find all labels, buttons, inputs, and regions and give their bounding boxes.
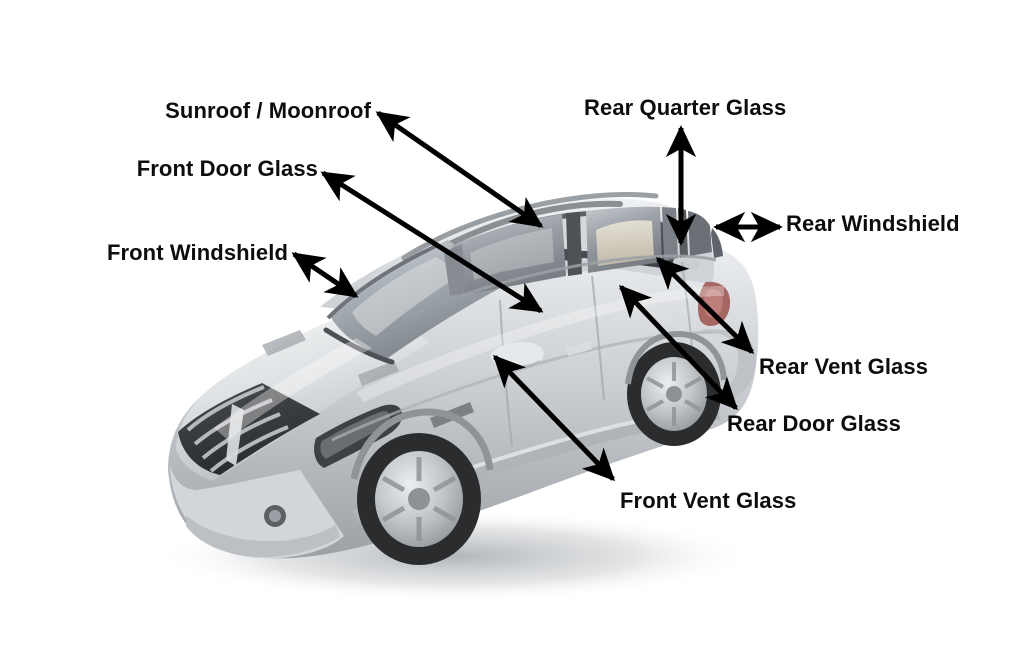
bumper-lower-lip	[186, 515, 340, 558]
front-wheel	[357, 433, 481, 565]
label-front-windshield: Front Windshield	[106, 240, 288, 265]
hood-highlight	[214, 338, 372, 440]
fog-lamp-lens	[269, 510, 281, 522]
arrow-front-door-glass	[320, 170, 544, 314]
arrow-front-vent-glass	[492, 354, 616, 482]
rear-vent-glass-pane	[662, 207, 678, 261]
label-rear-door-glass: Rear Door Glass	[727, 411, 901, 436]
body-shell	[168, 240, 759, 559]
rear-wheel	[627, 342, 721, 446]
hood-vent-left	[262, 330, 306, 356]
front-wheel-arch	[350, 408, 494, 480]
leader-arrows	[291, 110, 783, 482]
arrow-front-windshield	[291, 251, 359, 299]
b-pillar	[566, 212, 582, 276]
label-front-vent-glass: Front Vent Glass	[620, 488, 797, 513]
front-door-handle	[566, 341, 592, 356]
arrow-rear-door-glass	[618, 284, 739, 411]
label-sunroof-moonroof: Sunroof / Moonroof	[165, 98, 371, 123]
rear-interior-seat	[596, 220, 654, 266]
rear-quarter-glass-pane	[688, 211, 712, 256]
label-front-door-glass: Front Door Glass	[136, 156, 318, 181]
label-rear-quarter-glass: Rear Quarter Glass	[584, 95, 787, 120]
arrow-sunroof-moonroof	[375, 110, 544, 229]
cowl-wiper	[323, 327, 395, 365]
grille-badge	[226, 404, 244, 466]
label-rear-windshield: Rear Windshield	[786, 211, 960, 236]
hood-vent-right	[358, 361, 399, 386]
label-rear-vent-glass: Rear Vent Glass	[759, 354, 929, 379]
